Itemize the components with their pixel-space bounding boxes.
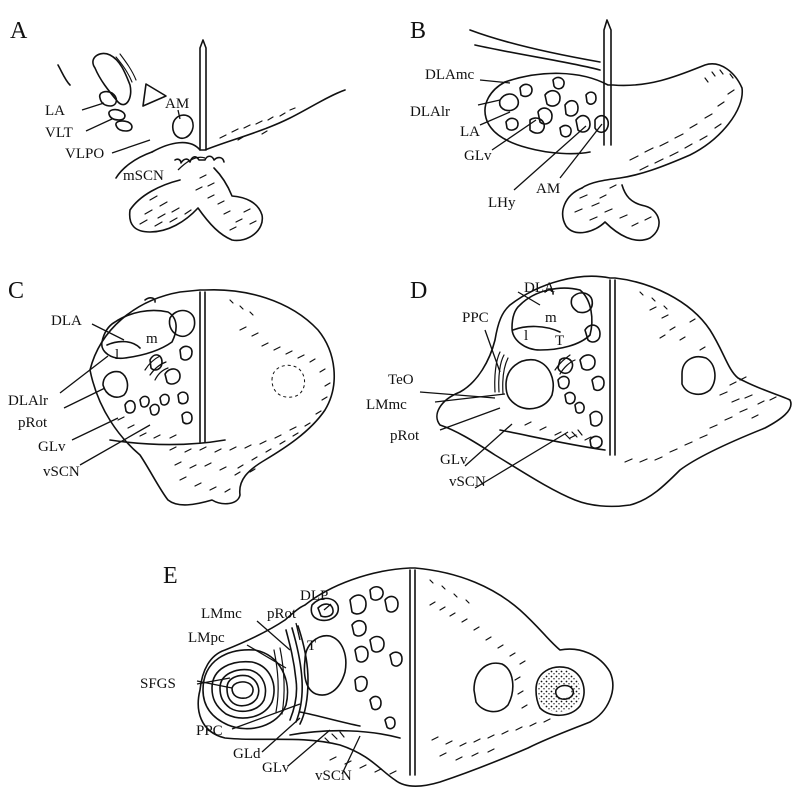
panel-letter: E — [163, 563, 178, 589]
annotation-lines — [81, 102, 206, 171]
label-dlalr: DLAlr — [410, 104, 450, 120]
label-am: AM — [165, 96, 189, 112]
label-la: LA — [460, 124, 480, 140]
label-dlamc: DLAmc — [425, 67, 474, 83]
annotation-lines — [196, 603, 361, 775]
label-vscn: vSCN — [43, 464, 80, 480]
label-prot: pRot — [390, 428, 420, 444]
panel-d: D — [366, 275, 792, 508]
label-t: T — [555, 333, 564, 349]
panel-letter: D — [410, 278, 427, 304]
label-l: l — [524, 328, 528, 344]
label-glv: GLv — [262, 760, 290, 776]
label-l: l — [115, 347, 119, 363]
panel-e: E — [140, 563, 614, 788]
label-ppc: PPC — [462, 310, 489, 326]
label-mscn: mSCN — [123, 168, 164, 184]
label-dla: DLA — [51, 313, 82, 329]
stippled-region — [538, 668, 581, 712]
panel-letter: C — [8, 278, 24, 304]
hatch-marks — [574, 69, 735, 227]
panel-b: B — [410, 18, 743, 242]
section-outline — [197, 567, 614, 788]
label-lhy: LHy — [488, 195, 516, 211]
section-outline — [89, 288, 335, 506]
label-dlp: DLP — [300, 588, 328, 604]
label-lmpc: LMpc — [188, 630, 225, 646]
label-sfgs: SFGS — [140, 676, 176, 692]
label-dla: DLA — [524, 280, 555, 296]
label-prot: pRot — [18, 415, 48, 431]
section-outline — [436, 275, 792, 508]
label-vlpo: VLPO — [65, 146, 104, 162]
annotation-lines — [419, 291, 569, 489]
label-m: m — [146, 331, 158, 347]
hatch-marks — [139, 107, 296, 231]
panel-c: C — [8, 278, 335, 506]
label-vscn: vSCN — [449, 474, 486, 490]
hatch-marks — [494, 291, 777, 463]
label-t: T — [307, 638, 316, 654]
label-gld: GLd — [233, 746, 261, 762]
label-teo: TeO — [388, 372, 414, 388]
label-glv: GLv — [38, 439, 66, 455]
label-m: m — [545, 310, 557, 326]
label-ppc: PPC — [196, 723, 223, 739]
section-outline — [469, 19, 743, 242]
label-glv: GLv — [464, 148, 492, 164]
panel-letter: B — [410, 18, 426, 44]
hatch-marks — [117, 299, 331, 493]
annotation-lines — [59, 323, 151, 466]
panel-a: A LA VLT VLPO — [10, 18, 346, 242]
label-prot: pRot — [267, 606, 297, 622]
label-lmmc: LMmc — [201, 606, 242, 622]
label-vlt: VLT — [45, 125, 73, 141]
label-lmmc: LMmc — [366, 397, 407, 413]
label-glv: GLv — [440, 452, 468, 468]
panel-letter: A — [10, 18, 28, 44]
annotation-lines — [477, 79, 603, 191]
label-vscn: vSCN — [315, 768, 352, 784]
section-outline — [57, 39, 346, 242]
label-am: AM — [536, 181, 560, 197]
label-la: LA — [45, 103, 65, 119]
hatch-marks — [273, 579, 551, 775]
label-dlalr: DLAlr — [8, 393, 48, 409]
